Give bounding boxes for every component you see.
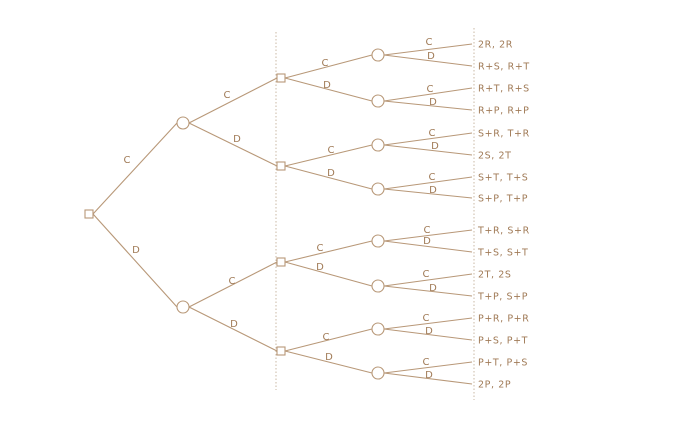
branch-label: D xyxy=(429,97,437,108)
branch-label: D xyxy=(429,283,437,294)
payoff-label: S+R, T+R xyxy=(478,129,530,140)
branch-d xyxy=(284,350,373,374)
branch-label: D xyxy=(316,262,324,273)
payoff-label: R+T, R+S xyxy=(478,84,530,95)
branch-c xyxy=(92,122,178,215)
leaf-branch-d xyxy=(383,240,473,253)
leaf-branch-c xyxy=(383,361,473,374)
leaf-branch-c xyxy=(383,43,473,56)
branch-label: C xyxy=(323,332,330,343)
payoff-labels: 2R, 2R R+S, R+T R+T, R+S R+P, R+P S+R, T+R 2S… xyxy=(477,40,530,391)
leaf-edges xyxy=(383,43,473,385)
decision-node-circle xyxy=(371,234,385,248)
leaf-branch-c xyxy=(383,176,473,190)
branch-label: D xyxy=(427,51,435,62)
branch-label: D xyxy=(425,370,433,381)
tree-nodes xyxy=(84,48,385,380)
branch-label: D xyxy=(233,134,241,145)
branch-label: C xyxy=(423,357,430,368)
branch-c xyxy=(284,328,373,352)
branch-label: C xyxy=(429,128,436,139)
leaf-branch-c xyxy=(383,317,473,330)
leaf-branch-d xyxy=(383,372,473,385)
leaf-branch-d xyxy=(383,285,473,297)
branch-c xyxy=(188,261,278,308)
decision-node-circle xyxy=(371,94,385,108)
payoff-label: R+P, R+P xyxy=(478,106,529,117)
branch-label: C xyxy=(423,313,430,324)
leaf-branch-d xyxy=(383,100,473,111)
branch-label: C xyxy=(322,58,329,69)
payoff-label: T+R, S+R xyxy=(477,226,530,237)
branch-label: D xyxy=(327,168,335,179)
branch-label: C xyxy=(423,269,430,280)
branch-label: D xyxy=(423,236,431,247)
decision-node-circle xyxy=(371,322,385,336)
payoff-label: T+S, S+T xyxy=(477,248,528,259)
payoff-label: T+P, S+P xyxy=(477,292,528,303)
payoff-label: 2S, 2T xyxy=(478,151,512,162)
branch-label: C xyxy=(426,37,433,48)
branch-c xyxy=(284,54,373,79)
branch-label: C xyxy=(317,243,324,254)
leaf-branch-c xyxy=(383,273,473,287)
payoff-label: S+P, T+P xyxy=(478,194,528,205)
payoff-label: 2P, 2P xyxy=(478,380,511,391)
branch-label: D xyxy=(429,185,437,196)
branch-d xyxy=(284,77,373,102)
decision-node-circle xyxy=(371,138,385,152)
branch-d xyxy=(92,213,178,308)
branch-label: C xyxy=(427,84,434,95)
decision-node-square xyxy=(276,346,286,356)
branch-label: D xyxy=(323,80,331,91)
decision-node-square xyxy=(276,73,286,83)
payoff-label: P+T, P+S xyxy=(478,358,528,369)
branch-c xyxy=(284,240,373,263)
leaf-branch-d xyxy=(383,328,473,341)
leaf-branch-c xyxy=(383,87,473,102)
payoff-label: P+S, P+T xyxy=(478,336,528,347)
payoff-label: 2R, 2R xyxy=(478,40,513,51)
payoff-label: P+R, P+R xyxy=(478,314,529,325)
branch-label: C xyxy=(229,276,236,287)
decision-node-square xyxy=(276,161,286,171)
branch-label: C xyxy=(429,172,436,183)
branch-c xyxy=(284,144,373,167)
decision-node-circle xyxy=(371,366,385,380)
leaf-branch-c xyxy=(383,132,473,146)
payoff-label: S+T, T+S xyxy=(478,173,528,184)
payoff-label: 2T, 2S xyxy=(478,270,512,281)
leaf-branch-d xyxy=(383,54,473,67)
stage-guide-lines xyxy=(275,28,475,400)
branch-label: D xyxy=(431,141,439,152)
branch-d xyxy=(188,122,278,167)
branch-label: C xyxy=(424,225,431,236)
branch-label: C xyxy=(328,145,335,156)
branch-label: C xyxy=(224,90,231,101)
branch-d xyxy=(188,306,278,352)
decision-node-circle xyxy=(371,182,385,196)
tree-edges xyxy=(92,54,373,374)
leaf-branch-d xyxy=(383,144,473,156)
branch-label: D xyxy=(325,352,333,363)
branch-d xyxy=(284,165,373,190)
branch-label: C xyxy=(124,155,131,166)
decision-node-circle xyxy=(176,116,190,130)
branch-d xyxy=(284,261,373,287)
leaf-branch-d xyxy=(383,188,473,199)
decision-node-square xyxy=(276,257,286,267)
decision-node-square xyxy=(84,209,94,219)
decision-node-circle xyxy=(176,300,190,314)
branch-label: D xyxy=(230,319,238,330)
branch-label: D xyxy=(425,326,433,337)
branch-c xyxy=(188,77,278,124)
branch-label: D xyxy=(132,245,140,256)
payoff-label: R+S, R+T xyxy=(478,62,530,73)
decision-node-circle xyxy=(371,279,385,293)
leaf-branch-c xyxy=(383,229,473,242)
decision-node-circle xyxy=(371,48,385,62)
